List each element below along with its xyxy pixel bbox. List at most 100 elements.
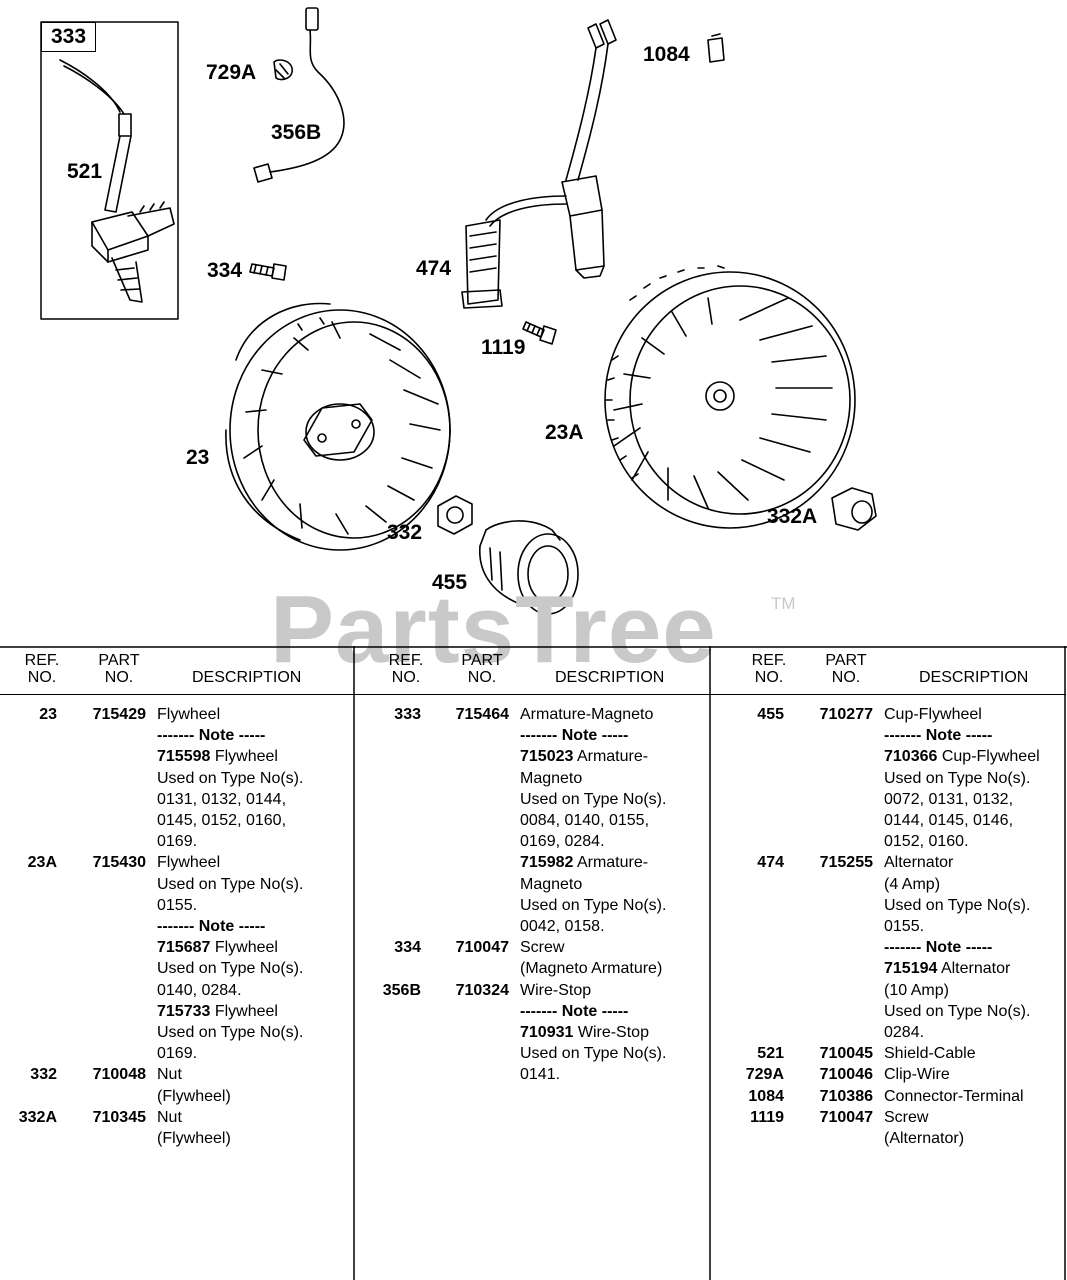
header-ref-no: REF.NO.: [17, 652, 67, 686]
description-line: 0169, 0284.: [520, 833, 605, 851]
table-row: 729A 710046 Clip-Wire: [710, 1064, 1066, 1085]
description-line: 715194 Alternator: [884, 960, 1011, 978]
description-line: 0072, 0131, 0132,: [884, 790, 1014, 808]
callout-729A: 729A: [206, 61, 257, 84]
part-no-cell: 710047: [819, 1108, 873, 1126]
description-line: Nut: [157, 1066, 182, 1084]
note-divider: ------- Note -----: [884, 939, 993, 957]
callout-333: 333: [41, 22, 96, 52]
description-line: 0145, 0152, 0160,: [157, 812, 287, 830]
description-line: 0152, 0160.: [884, 833, 969, 851]
flywheel-nut-332-part: [437, 495, 473, 535]
watermark-logo: PartsTree: [270, 576, 717, 683]
description-cell: Shield-Cable: [884, 1043, 1066, 1064]
description-line: Used on Type No(s).: [884, 896, 1031, 914]
flywheel-23-part: [225, 302, 451, 551]
part-no-cell: 710048: [92, 1066, 146, 1084]
description-line: Flywheel: [157, 706, 221, 723]
description-line: 710366 Cup-Flywheel: [884, 748, 1040, 766]
note-divider: ------- Note -----: [520, 1002, 629, 1020]
header-description: DESCRIPTION: [919, 669, 1029, 686]
stop-wire-part: [253, 7, 345, 183]
ref-no-cell: 332A: [18, 1108, 57, 1126]
callout-356B: 356B: [271, 121, 322, 144]
description-cell: Nut (Flywheel): [157, 1064, 354, 1106]
armature-magneto-part: [59, 59, 175, 303]
wire-clip-part: [273, 59, 293, 81]
description-line: 0144, 0145, 0146,: [884, 812, 1014, 830]
description-line: 0131, 0132, 0144,: [157, 790, 287, 808]
part-no-cell: 710045: [819, 1045, 873, 1063]
description-line: Wire-Stop: [520, 981, 592, 999]
alt-part-no: 715687: [157, 939, 211, 957]
description-line: Screw: [520, 939, 565, 957]
callout-1119: 1119: [481, 336, 526, 359]
callout-474: 474: [416, 257, 452, 280]
flywheel-nut-332A-part: [831, 487, 877, 531]
header-line: PART: [461, 652, 503, 669]
description-line: Used on Type No(s).: [884, 1002, 1031, 1020]
description-line: 715023 Armature-: [520, 748, 649, 766]
alternator-screw-part: [522, 321, 557, 345]
note-divider: ------- Note -----: [884, 727, 993, 745]
ref-no-cell: 356B: [382, 981, 421, 999]
ref-no-cell: 729A: [745, 1066, 784, 1084]
description-cell: Clip-Wire: [884, 1064, 1066, 1085]
note-divider: ------- Note -----: [157, 918, 266, 936]
description-line: (Alternator): [884, 1130, 965, 1148]
header-line: NO.: [831, 669, 861, 686]
ref-no-cell: 1119: [750, 1108, 784, 1126]
ref-no-cell: 23: [39, 706, 57, 723]
part-no-cell: 710386: [819, 1087, 873, 1105]
description-line: Shield-Cable: [884, 1045, 976, 1063]
description-line: (10 Amp): [884, 981, 949, 999]
part-no-cell: 715464: [455, 706, 509, 723]
exploded-parts-diagram: 333 521 729A 356B 1084 334 474 1119 23A …: [40, 7, 877, 683]
callout-332A: 332A: [767, 505, 818, 528]
diagram-drawing: [40, 7, 877, 615]
description-line: Used on Type No(s).: [157, 960, 304, 978]
description-cell: Armature-Magneto------- Note -----715023…: [520, 704, 710, 937]
table-row: 1119 710047 Screw(Alternator): [710, 1107, 1066, 1149]
part-no-cell: 710046: [819, 1066, 873, 1084]
description-line: Nut: [157, 1108, 182, 1126]
header-line: NO.: [391, 669, 421, 686]
description-cell: Screw(Alternator): [884, 1107, 1066, 1149]
flywheel-23A-part: [604, 265, 856, 529]
description-line: Used on Type No(s).: [157, 769, 304, 787]
description-line: (Flywheel): [157, 1130, 231, 1148]
description-cell: Alternator(4 Amp)Used on Type No(s).0155…: [884, 852, 1066, 1043]
description-line: Flywheel: [157, 854, 221, 872]
description-line: 0140, 0284.: [157, 981, 242, 999]
header-ref-no: REF.NO.: [381, 652, 431, 686]
flywheel-cup-part: [479, 520, 579, 615]
part-no-cell: 710277: [819, 706, 873, 723]
description-line: (Magneto Armature): [520, 960, 663, 978]
description-line: 0042, 0158.: [520, 918, 605, 936]
description-line: 0169.: [157, 833, 198, 851]
ref-no-cell: 334: [394, 939, 421, 957]
description-cell: Nut (Flywheel): [157, 1107, 354, 1149]
note-divider: ------- Note -----: [520, 727, 629, 745]
part-no-cell: 710324: [455, 981, 509, 999]
alt-part-no: 715023: [520, 748, 574, 766]
description-line: (Flywheel): [157, 1087, 231, 1105]
description-line: Used on Type No(s).: [520, 1045, 667, 1063]
description-cell: Cup-Flywheel ------- Note ----- 710366 Cup…: [884, 704, 1066, 852]
alt-part-no: 715598: [157, 748, 211, 766]
description-line: Cup-Flywheel: [884, 706, 982, 723]
description-line: 715982 Armature-: [520, 854, 649, 872]
table-borders: [0, 646, 1067, 1280]
